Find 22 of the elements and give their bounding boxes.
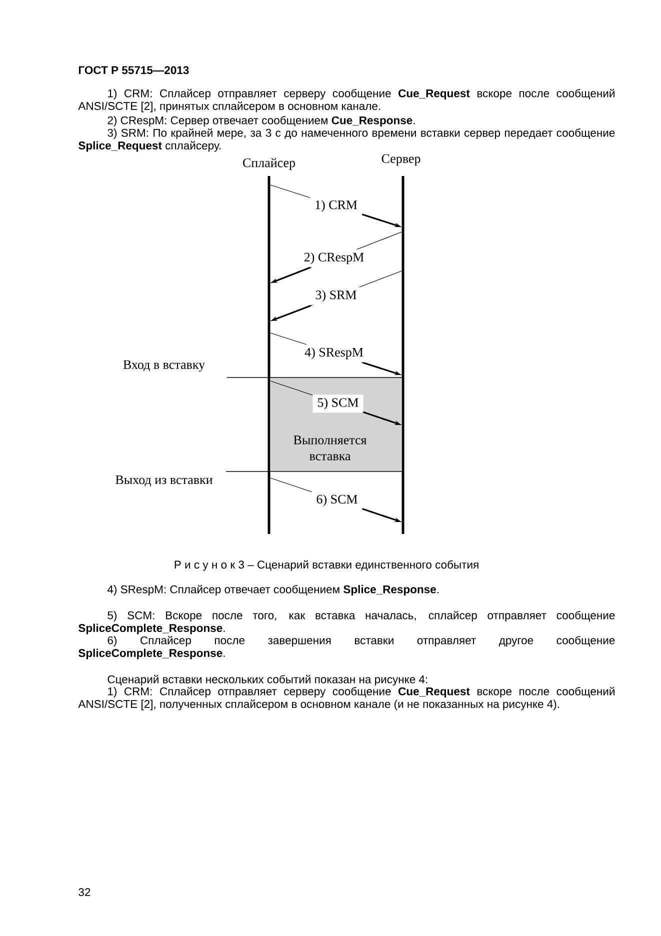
page-number: 32 — [78, 888, 90, 896]
paragraph: Сценарий вставки нескольких событий показан на рисунке 4: — [108, 674, 428, 686]
message-label: 6) SCM — [312, 491, 362, 510]
message-label: 2) CRespM — [299, 249, 369, 268]
paragraph: 3) SRM: По крайней мере, за 3 с до намеченного времени вставки сервер передает сообщение Splice_Request сплайсеру. — [78, 128, 615, 152]
paragraph: 4) SRespM: Сплайсер отвечает сообщением Splice_Response. — [107, 584, 438, 596]
participant-label: Сервер — [382, 154, 420, 166]
figure-caption: Р и с у н о к 3 – Сценарий вставки единственного события — [174, 560, 478, 571]
message-arrow — [270, 232, 402, 284]
event-label: Выход из вставки — [116, 476, 212, 487]
participant-label: Сплайсер — [243, 158, 296, 170]
paragraph: 6) Сплайсер после завершения вставки отправляет другое сообщение SpliceComplete_Response. — [78, 636, 615, 660]
running-header: ГОСТ Р 55715—2013 — [78, 66, 189, 74]
message-label: 5) SCM — [312, 394, 364, 413]
paragraph: 5) SCM: Вскоре после того, как вставка началась, сплайсер отправляет сообщение SpliceComplete_Response. — [78, 610, 615, 634]
message-label: 4) SRespM — [300, 344, 368, 362]
paragraph: 1) CRM: Сплайсер отправляет серверу сообщение Cue_Request вскоре после сообщений ANSI/SCTE [2], полученных сплайсером в основном канале (и не показанных на рисунке 4). — [78, 686, 614, 710]
message-label: 1) CRM — [310, 197, 362, 215]
message-label: 3) SRM — [310, 287, 362, 305]
event-label: Вход в вставку — [123, 360, 205, 372]
paragraph: 2) CRespM: Сервер отвечает сообщением Cue_Response. — [108, 116, 415, 127]
paragraph: 1) CRM: Сплайсер отправляет серверу сообщение Cue_Request вскоре после сообщений ANSI/SCTE [2], принятых сплайсером в основном канале. — [78, 88, 614, 112]
